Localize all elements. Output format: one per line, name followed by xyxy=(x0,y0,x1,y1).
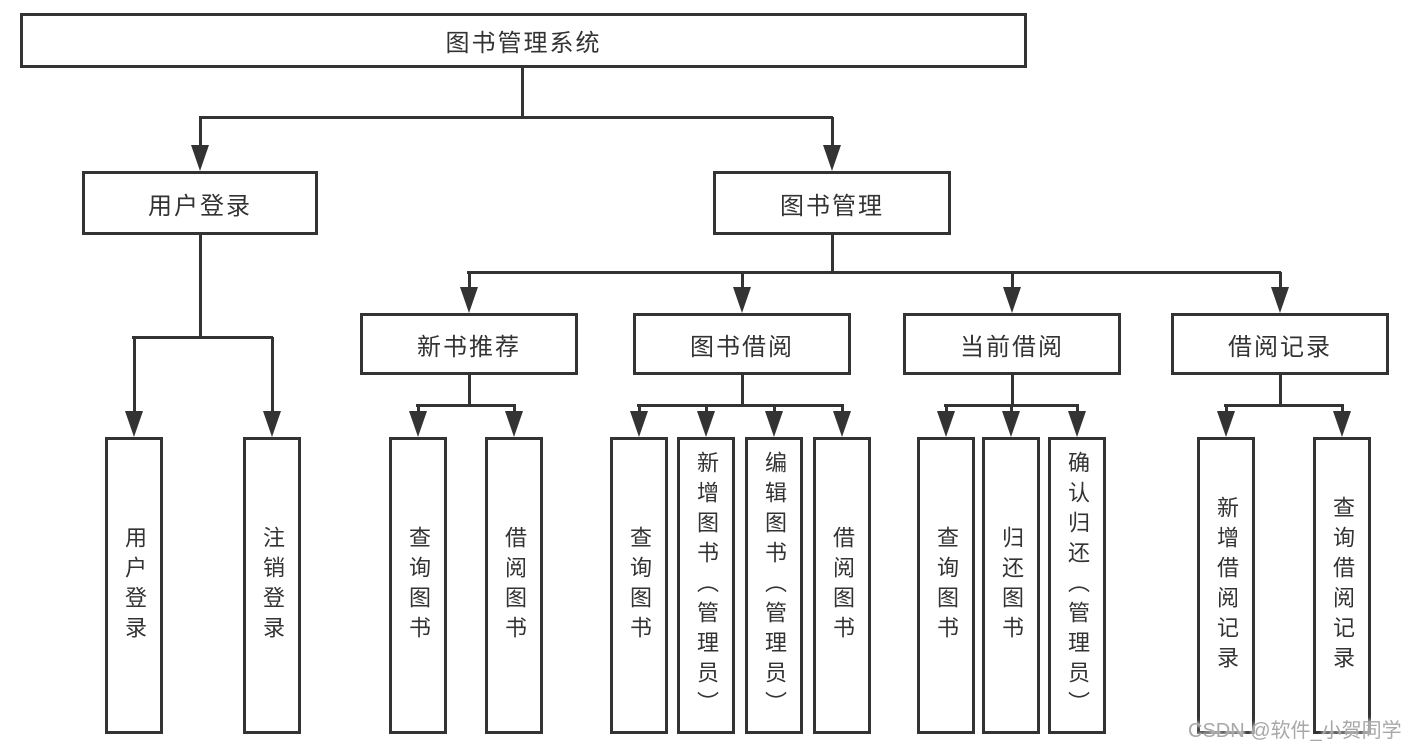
arrow-down xyxy=(1003,287,1021,313)
connector-line xyxy=(1076,405,1079,413)
connector-line xyxy=(1279,272,1282,289)
leaf-add-borrow-record: 新增借阅记录 xyxy=(1197,437,1255,734)
connector-line xyxy=(133,337,136,413)
leaf-borrow-books-borrowing: 借阅图书 xyxy=(813,437,871,734)
node-book-management-label: 图书管理 xyxy=(780,192,884,220)
leaf-query-books-recommend-label: 查询图书 xyxy=(406,525,431,646)
leaf-query-borrow-record: 查询借阅记录 xyxy=(1313,437,1371,734)
leaf-edit-books-admin: 编辑图书（管理员） xyxy=(745,437,803,734)
node-borrowing-records-label: 借阅记录 xyxy=(1228,333,1332,361)
connector-line xyxy=(417,405,420,413)
connector-line xyxy=(831,235,834,273)
connector-line xyxy=(1010,405,1013,413)
connector-line xyxy=(521,68,524,117)
node-root-label: 图书管理系统 xyxy=(445,30,602,57)
arrow-down xyxy=(409,411,427,437)
node-book-borrowing-label: 图书借阅 xyxy=(690,333,794,361)
connector-line xyxy=(416,404,516,407)
leaf-return-books: 归还图书 xyxy=(982,437,1040,734)
node-new-book-recommendation: 新书推荐 xyxy=(360,313,578,375)
connector-line xyxy=(199,235,202,338)
leaf-query-books-recommend: 查询图书 xyxy=(389,437,447,734)
connector-line xyxy=(468,272,471,289)
arrow-down xyxy=(937,411,955,437)
connector-line xyxy=(637,404,844,407)
connector-line xyxy=(1279,375,1282,406)
leaf-user-login-label: 用户登录 xyxy=(122,525,147,646)
node-current-borrowing-label: 当前借阅 xyxy=(960,333,1064,361)
arrow-down xyxy=(765,411,783,437)
connector-line xyxy=(831,117,834,147)
arrow-down xyxy=(697,411,715,437)
connector-line xyxy=(741,375,744,406)
node-book-borrowing: 图书借阅 xyxy=(633,313,851,375)
connector-line xyxy=(468,375,471,406)
arrow-down xyxy=(1333,411,1351,437)
connector-line xyxy=(1341,405,1344,413)
connector-line xyxy=(199,116,833,119)
connector-line xyxy=(1011,375,1014,406)
connector-line xyxy=(271,337,274,413)
arrow-down xyxy=(263,411,281,437)
leaf-user-login: 用户登录 xyxy=(105,437,163,734)
connector-line xyxy=(467,271,1281,274)
arrow-down xyxy=(630,411,648,437)
leaf-query-books-current: 查询图书 xyxy=(917,437,975,734)
connector-line xyxy=(1225,405,1228,413)
arrow-down xyxy=(1217,411,1235,437)
connector-line xyxy=(841,405,844,413)
leaf-borrow-books-recommend: 借阅图书 xyxy=(485,437,543,734)
leaf-logout-label: 注销登录 xyxy=(260,525,285,646)
arrow-down xyxy=(1002,411,1020,437)
leaf-logout: 注销登录 xyxy=(243,437,301,734)
connector-line xyxy=(945,405,948,413)
watermark: CSDN @软件_小贺同学 xyxy=(1188,720,1402,742)
leaf-add-books-admin-label: 新增图书（管理员） xyxy=(694,450,719,721)
arrow-down xyxy=(1271,287,1289,313)
arrow-down xyxy=(125,411,143,437)
node-new-book-recommendation-label: 新书推荐 xyxy=(417,333,521,361)
connector-line xyxy=(1011,272,1014,289)
arrow-down xyxy=(460,287,478,313)
connector-line xyxy=(741,272,744,289)
connector-line xyxy=(132,336,273,339)
leaf-return-books-label: 归还图书 xyxy=(999,525,1024,646)
connector-line xyxy=(638,405,641,413)
node-root: 图书管理系统 xyxy=(20,13,1027,68)
leaf-add-books-admin: 新增图书（管理员） xyxy=(677,437,735,734)
connector-line xyxy=(1224,404,1344,407)
node-user-login-label: 用户登录 xyxy=(148,192,252,220)
leaf-add-borrow-record-label: 新增借阅记录 xyxy=(1214,495,1239,676)
arrow-down xyxy=(823,145,841,171)
node-book-management: 图书管理 xyxy=(713,171,951,235)
arrow-down xyxy=(505,411,523,437)
arrow-down xyxy=(191,145,209,171)
leaf-query-books-borrowing: 查询图书 xyxy=(610,437,668,734)
connector-line xyxy=(513,405,516,413)
leaf-borrow-books-borrowing-label: 借阅图书 xyxy=(830,525,855,646)
leaf-query-books-borrowing-label: 查询图书 xyxy=(627,525,652,646)
leaf-edit-books-admin-label: 编辑图书（管理员） xyxy=(762,450,787,721)
leaf-confirm-return-admin-label: 确认归还（管理员） xyxy=(1065,450,1090,721)
leaf-query-books-current-label: 查询图书 xyxy=(934,525,959,646)
arrow-down xyxy=(1068,411,1086,437)
connector-line xyxy=(773,405,776,413)
node-user-login: 用户登录 xyxy=(82,171,318,235)
node-current-borrowing: 当前借阅 xyxy=(903,313,1121,375)
leaf-query-borrow-record-label: 查询借阅记录 xyxy=(1330,495,1355,676)
arrow-down xyxy=(833,411,851,437)
connector-line xyxy=(199,117,202,147)
node-borrowing-records: 借阅记录 xyxy=(1171,313,1389,375)
leaf-confirm-return-admin: 确认归还（管理员） xyxy=(1048,437,1106,734)
leaf-borrow-books-recommend-label: 借阅图书 xyxy=(502,525,527,646)
connector-line xyxy=(705,405,708,413)
arrow-down xyxy=(733,287,751,313)
